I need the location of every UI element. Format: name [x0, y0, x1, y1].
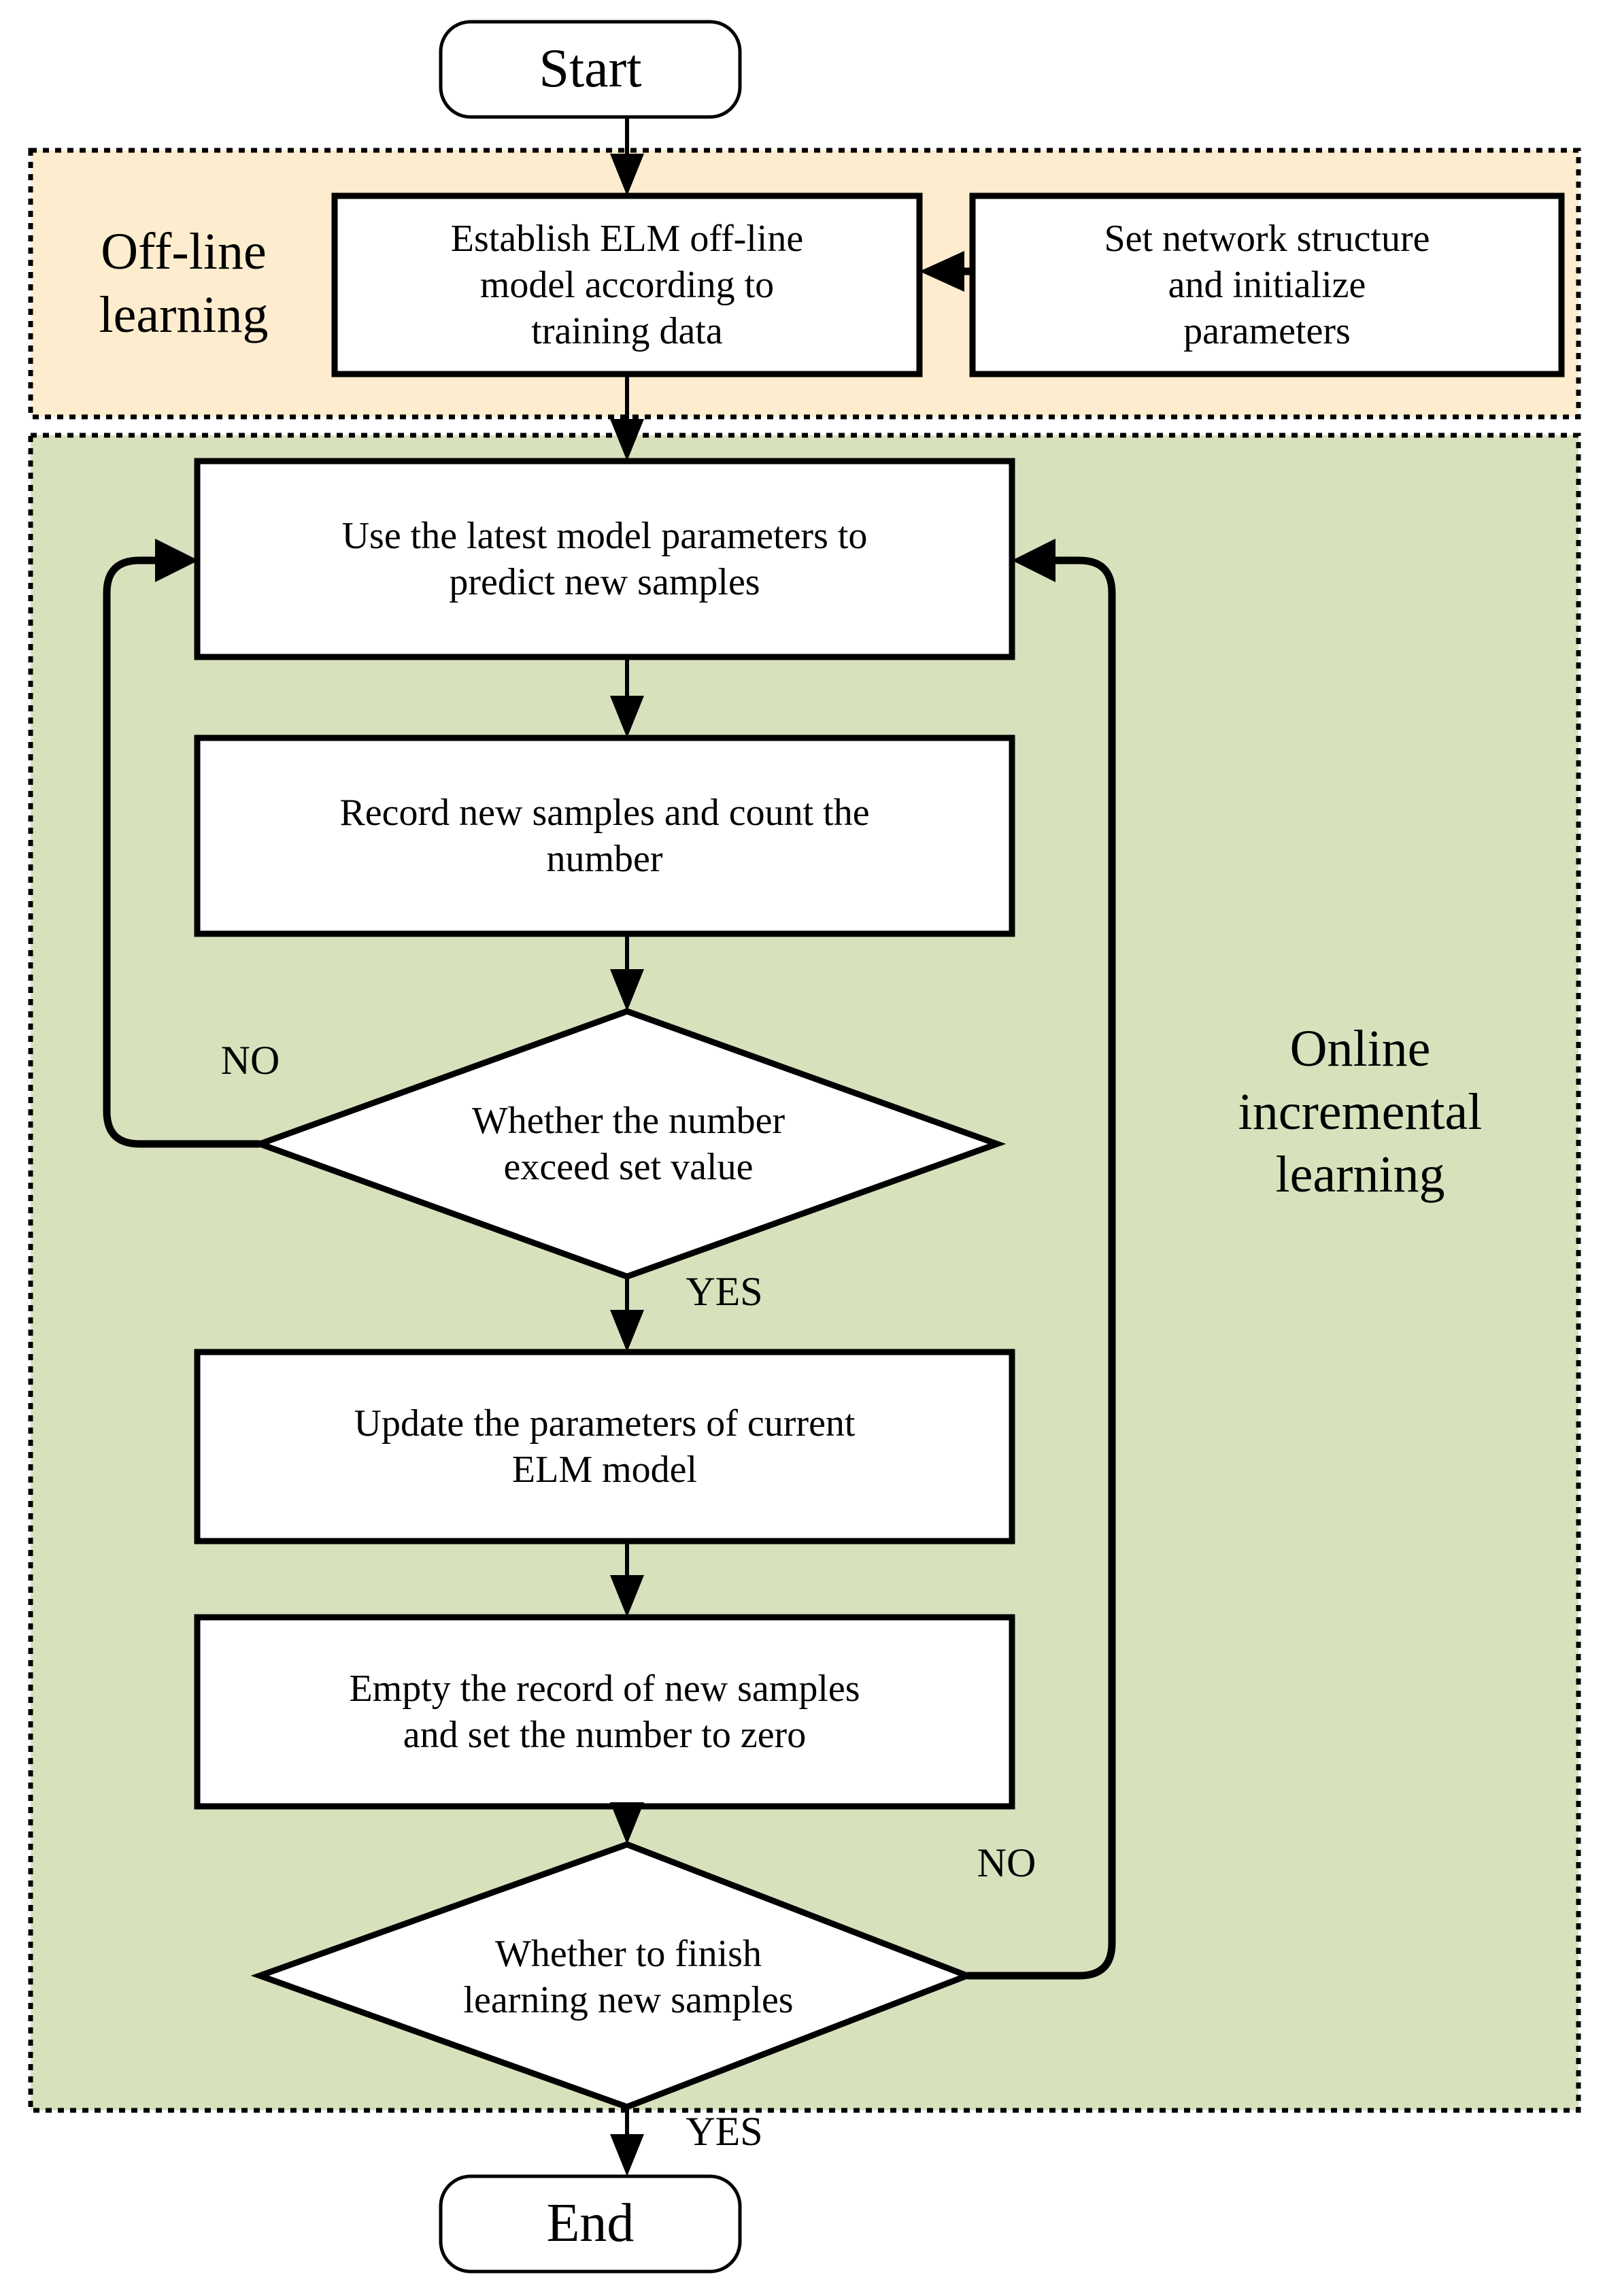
- arrowhead-start-to-establish: [610, 154, 644, 196]
- arrowhead-empty-to-decision-finish: [610, 1802, 644, 1844]
- arrowhead-establish-to-predict: [610, 419, 644, 461]
- arrowhead-decision-finish-no-loop: [1012, 539, 1055, 582]
- node-end-shape: [439, 2174, 742, 2274]
- arrowhead-update-to-empty: [610, 1575, 644, 1617]
- online-section-border: [28, 433, 1581, 2113]
- node-predict-label: Use the latest model parameters to predi…: [341, 514, 868, 603]
- node-empty-record-label: Empty the record of new samples and set …: [349, 1667, 860, 1756]
- arrowhead-predict-to-record: [610, 696, 644, 738]
- node-start-label: Start: [539, 39, 642, 99]
- edge-decision-finish-no-loop: [967, 556, 1116, 1980]
- node-set-network-label: Set network structure and initialize par…: [1104, 217, 1430, 353]
- edge-label-count-no: NO: [220, 1038, 280, 1083]
- node-establish-model-shape: [331, 192, 923, 377]
- offline-section-border: [28, 148, 1581, 420]
- edge-label-count-yes: YES: [686, 1269, 763, 1315]
- arrowhead-decision-count-no-loop: [155, 539, 199, 582]
- edge-label-finish-yes: YES: [686, 2109, 763, 2155]
- arrowhead-setnetwork-to-establish: [919, 251, 964, 292]
- arrowhead-record-to-decision-count: [610, 969, 644, 1011]
- edge-decision-count-no-loop: [103, 556, 260, 1148]
- edge-label-finish-no: NO: [977, 1840, 1036, 1886]
- arrowhead-decision-finish-yes: [610, 2134, 644, 2176]
- arrowhead-decision-count-yes: [610, 1310, 644, 1352]
- node-record-shape: [194, 735, 1015, 937]
- node-update-params-shape: [194, 1349, 1015, 1544]
- node-empty-record-shape: [194, 1614, 1015, 1810]
- online-section-background: [31, 435, 1578, 2110]
- node-predict-shape: [194, 458, 1015, 660]
- node-end-label: End: [546, 2193, 635, 2254]
- online-section-label: Online incremental learning: [1238, 1019, 1483, 1204]
- node-update-params-label: Update the parameters of current ELM mod…: [354, 1402, 856, 1491]
- offline-section-label: Off-line learning: [99, 223, 269, 343]
- node-record-label: Record new samples and count the number: [339, 791, 870, 880]
- node-establish-model-label: Establish ELM off-line model according t…: [450, 217, 804, 353]
- node-decision-count-label: Whether the number exceed set value: [471, 1099, 785, 1188]
- node-set-network-shape: [969, 192, 1565, 377]
- node-decision-finish-label: Whether to finish learning new samples: [463, 1932, 794, 2021]
- node-start-shape: [439, 20, 742, 119]
